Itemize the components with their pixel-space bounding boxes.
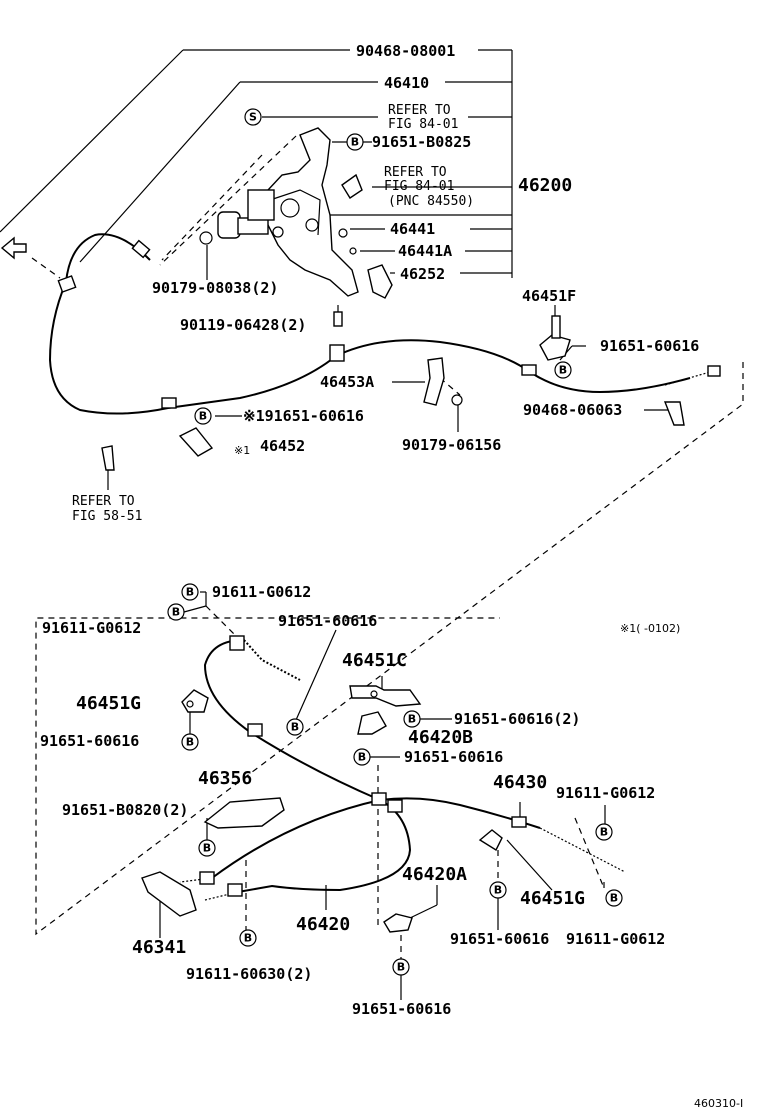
note-star-1: ※1( -0102) <box>620 622 680 635</box>
refer-label-3b: FIG 58-51 <box>72 509 142 524</box>
rear-cables <box>179 635 626 901</box>
marker-b-b12: B <box>392 958 410 976</box>
part-90468-06063: 90468-06063 <box>523 401 622 419</box>
parking-brake-lever-assembly <box>199 127 393 299</box>
part-91651-60616-c: 91651-60616 <box>40 732 139 750</box>
svg-text:B: B <box>199 410 207 423</box>
part-46441: 46441 <box>390 220 435 238</box>
part-46420a: 46420A <box>402 864 467 885</box>
part-46410: 46410 <box>384 74 429 92</box>
marker-b-b8: B <box>198 839 216 857</box>
marker-b-b7: B <box>595 823 613 841</box>
marker-b-91651-b0825: B <box>346 133 364 151</box>
marker-b-b10: B <box>605 889 623 907</box>
part-46341: 46341 <box>132 937 186 958</box>
svg-text:B: B <box>186 736 194 749</box>
part-90119-06428: 90119-06428(2) <box>180 316 306 334</box>
marker-b-b4: B <box>181 733 199 751</box>
part-91651-60616-a: 91651-60616 <box>600 337 699 355</box>
svg-text:B: B <box>559 364 567 377</box>
part-91611-g0612-c: 91611-G0612 <box>556 784 655 802</box>
svg-text:S: S <box>249 111 257 124</box>
marker-b-b3: B <box>286 718 304 736</box>
svg-text:B: B <box>291 721 299 734</box>
part-91651-60616-star: ※191651-60616 <box>243 407 364 425</box>
marker-b-b5: B <box>403 710 421 728</box>
part-46451c: 46451C <box>342 650 407 671</box>
part-46430: 46430 <box>493 772 547 793</box>
part-91611-g0612-d: 91611-G0612 <box>566 930 665 948</box>
part-90179-06156: 90179-06156 <box>402 436 501 454</box>
svg-text:B: B <box>186 586 194 599</box>
refer-label-3a: REFER TO <box>72 494 135 509</box>
svg-text:B: B <box>610 892 618 905</box>
part-46451f: 46451F <box>522 287 576 305</box>
marker-b-b11: B <box>239 929 257 947</box>
refer-label-2a: REFER TO <box>384 165 447 180</box>
svg-text:B: B <box>397 961 405 974</box>
svg-text:B: B <box>351 136 359 149</box>
part-46420b: 46420B <box>408 727 473 748</box>
marker-b-star: B <box>194 407 212 425</box>
svg-text:B: B <box>600 826 608 839</box>
svg-text:B: B <box>408 713 416 726</box>
part-90179-08038: 90179-08038(2) <box>152 279 278 297</box>
marker-b-91651-60616-f: B <box>554 361 572 379</box>
small-parts-top <box>101 311 685 471</box>
front-cable <box>48 233 721 415</box>
part-46252: 46252 <box>400 265 445 283</box>
part-91651-60616-f: 91651-60616 <box>352 1000 451 1018</box>
part-90468-08001: 90468-08001 <box>356 42 455 60</box>
part-91651-60616-2: 91651-60616(2) <box>454 710 580 728</box>
svg-text:B: B <box>358 751 366 764</box>
marker-s-top: S <box>244 108 262 126</box>
part-46420: 46420 <box>296 914 350 935</box>
part-91651-b0820: 91651-B0820(2) <box>62 801 188 819</box>
marker-b-b1: B <box>181 583 199 601</box>
part-91611-g0612-a: 91611-G0612 <box>212 583 311 601</box>
part-46200: 46200 <box>518 175 572 196</box>
brackets-bottom <box>141 685 503 933</box>
refer-label-1b: FIG 84-01 <box>388 117 458 132</box>
svg-text:B: B <box>244 932 252 945</box>
refer-label-2c: (PNC 84550) <box>388 194 474 209</box>
svg-text:B: B <box>203 842 211 855</box>
dashed-boundary <box>35 362 744 936</box>
part-46451g-a: 46451G <box>76 693 141 714</box>
part-91651-b0825: 91651-B0825 <box>372 133 471 151</box>
part-91651-60616-e: 91651-60616 <box>450 930 549 948</box>
direction-arrow-icon <box>0 236 27 260</box>
star-1-label: ※1 <box>234 444 250 457</box>
part-91651-60616-b: 91651-60616 <box>278 612 377 630</box>
refer-label-1a: REFER TO <box>388 103 451 118</box>
svg-text:B: B <box>172 606 180 619</box>
part-46441a: 46441A <box>398 242 452 260</box>
marker-b-b9: B <box>489 881 507 899</box>
part-46452: 46452 <box>260 437 305 455</box>
part-91651-60616-d: 91651-60616 <box>404 748 503 766</box>
part-46451g-b: 46451G <box>520 888 585 909</box>
part-46356: 46356 <box>198 768 252 789</box>
marker-b-b6: B <box>353 748 371 766</box>
refer-label-2b: FIG 84-01 <box>384 179 454 194</box>
svg-text:B: B <box>494 884 502 897</box>
marker-b-b2: B <box>167 603 185 621</box>
figure-code: 460310-I <box>694 1097 743 1110</box>
part-91611-60630: 91611-60630(2) <box>186 965 312 983</box>
part-91611-g0612-b: 91611-G0612 <box>42 619 141 637</box>
part-46453a: 46453A <box>320 373 374 391</box>
